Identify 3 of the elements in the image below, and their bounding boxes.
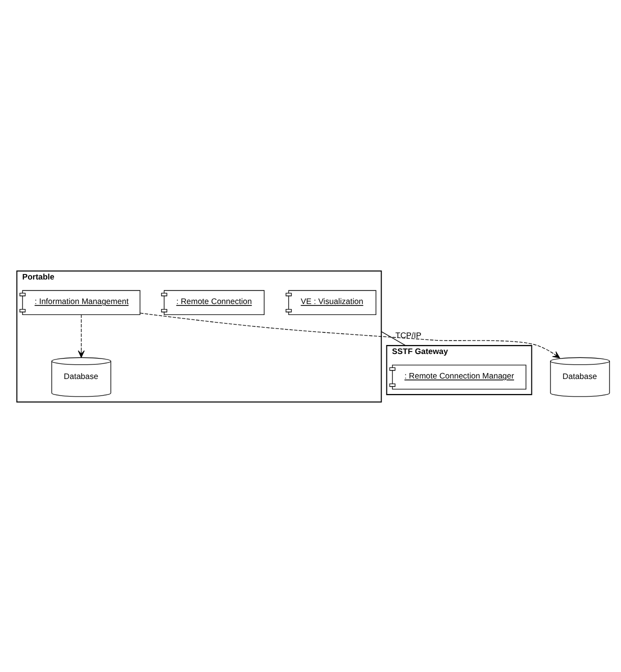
arrow: [78, 314, 85, 358]
connector: [380, 330, 406, 346]
arrow: [140, 312, 560, 358]
